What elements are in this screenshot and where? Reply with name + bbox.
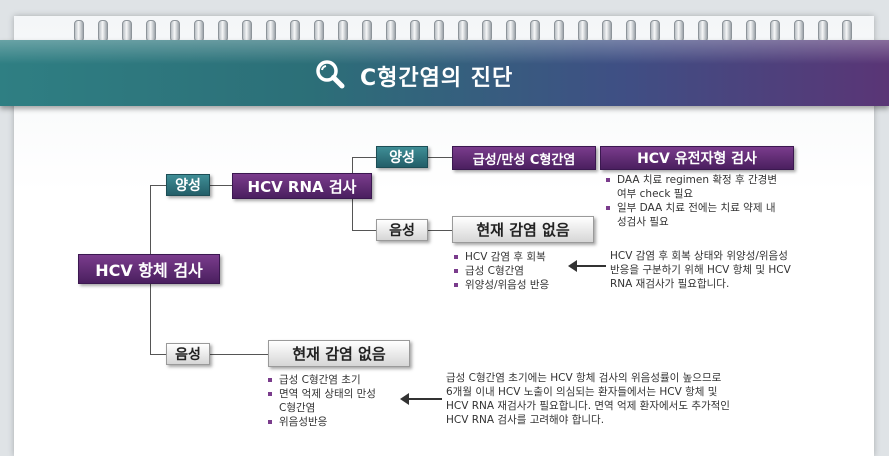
binder-ring — [818, 20, 828, 42]
connector-rna-neg-to-result — [428, 230, 452, 231]
connector-to-rna-neg — [352, 230, 376, 231]
binder-ring — [434, 20, 444, 42]
binder-ring — [770, 20, 780, 42]
list-item: 급성 C형간염 — [454, 264, 574, 278]
rna-positive-label: 양성 — [376, 146, 428, 168]
binder-ring — [314, 20, 324, 42]
binder-ring — [746, 20, 756, 42]
list-item: 위양성/위음성 반응 — [454, 278, 574, 292]
binder-ring — [362, 20, 372, 42]
no-current-infection-ab-box: 현재 감염 없음 — [268, 340, 410, 367]
list-item: 급성 C형간염 초기 — [268, 373, 398, 387]
binder-ring — [218, 20, 228, 42]
binder-ring — [722, 20, 732, 42]
binder-ring — [146, 20, 156, 42]
binder-ring — [194, 20, 204, 42]
binder-ring — [122, 20, 132, 42]
list-item: 일부 DAA 치료 전에는 치료 약제 내 성검사 필요 — [606, 201, 806, 229]
binder-ring — [482, 20, 492, 42]
hcv-rna-test-box: HCV RNA 검사 — [232, 173, 372, 199]
binder-ring — [506, 20, 516, 42]
binder-ring — [794, 20, 804, 42]
binder-ring — [626, 20, 636, 42]
binder-ring — [650, 20, 660, 42]
binder-ring — [290, 20, 300, 42]
search-icon — [316, 60, 345, 89]
antibody-negative-label: 음성 — [166, 343, 210, 365]
connector-to-neg — [150, 354, 166, 355]
title-banner: C형간염의 진단 — [0, 40, 889, 106]
list-item: DAA 치료 regimen 확정 후 간경변 여부 check 필요 — [606, 173, 806, 201]
hcv-genotype-test-box: HCV 유전자형 검사 — [600, 146, 794, 170]
binder-ring — [530, 20, 540, 42]
no-current-infection-rna-box: 현재 감염 없음 — [452, 216, 594, 243]
acute-chronic-hcv-box: 급성/만성 C형간염 — [452, 146, 596, 170]
binder-ring — [698, 20, 708, 42]
binder-ring — [458, 20, 468, 42]
page-title: C형간염의 진단 — [360, 66, 514, 91]
binder-ring — [674, 20, 684, 42]
binder-ring — [170, 20, 180, 42]
binder-ring — [386, 20, 396, 42]
connector-neg-to-result — [210, 354, 268, 355]
connector-to-rna-pos — [352, 157, 376, 158]
binder-ring — [602, 20, 612, 42]
list-item: 위음성반응 — [268, 415, 398, 429]
hcv-antibody-test-box: HCV 항체 검사 — [78, 254, 220, 284]
arrow-left-icon — [568, 260, 606, 272]
connector-to-pos — [150, 185, 166, 186]
antibody-negative-note: 급성 C형간염 초기에는 HCV 항체 검사의 위음성률이 높으므로 6개월 이… — [446, 372, 730, 426]
binder-ring — [242, 20, 252, 42]
binder-ring — [554, 20, 564, 42]
connector-rna-pos-to-result — [428, 157, 452, 158]
list-item: 면역 억제 상태의 만성 C형간염 — [268, 387, 398, 415]
binder-ring — [98, 20, 108, 42]
connector-pos-to-rna — [210, 185, 232, 186]
binder-ring — [266, 20, 276, 42]
binder-ring — [410, 20, 420, 42]
binder-ring — [578, 20, 588, 42]
arrow-left-icon — [400, 393, 442, 405]
antibody-positive-label: 양성 — [166, 174, 210, 196]
binder-ring — [74, 20, 84, 42]
binder-ring — [842, 20, 852, 42]
rna-negative-label: 음성 — [376, 219, 428, 241]
list-item: HCV 감염 후 회복 — [454, 250, 574, 264]
rna-negative-note: HCV 감염 후 회복 상태와 위양성/위음성 반응을 구분하기 위해 HCV … — [610, 250, 791, 290]
binder-ring — [338, 20, 348, 42]
